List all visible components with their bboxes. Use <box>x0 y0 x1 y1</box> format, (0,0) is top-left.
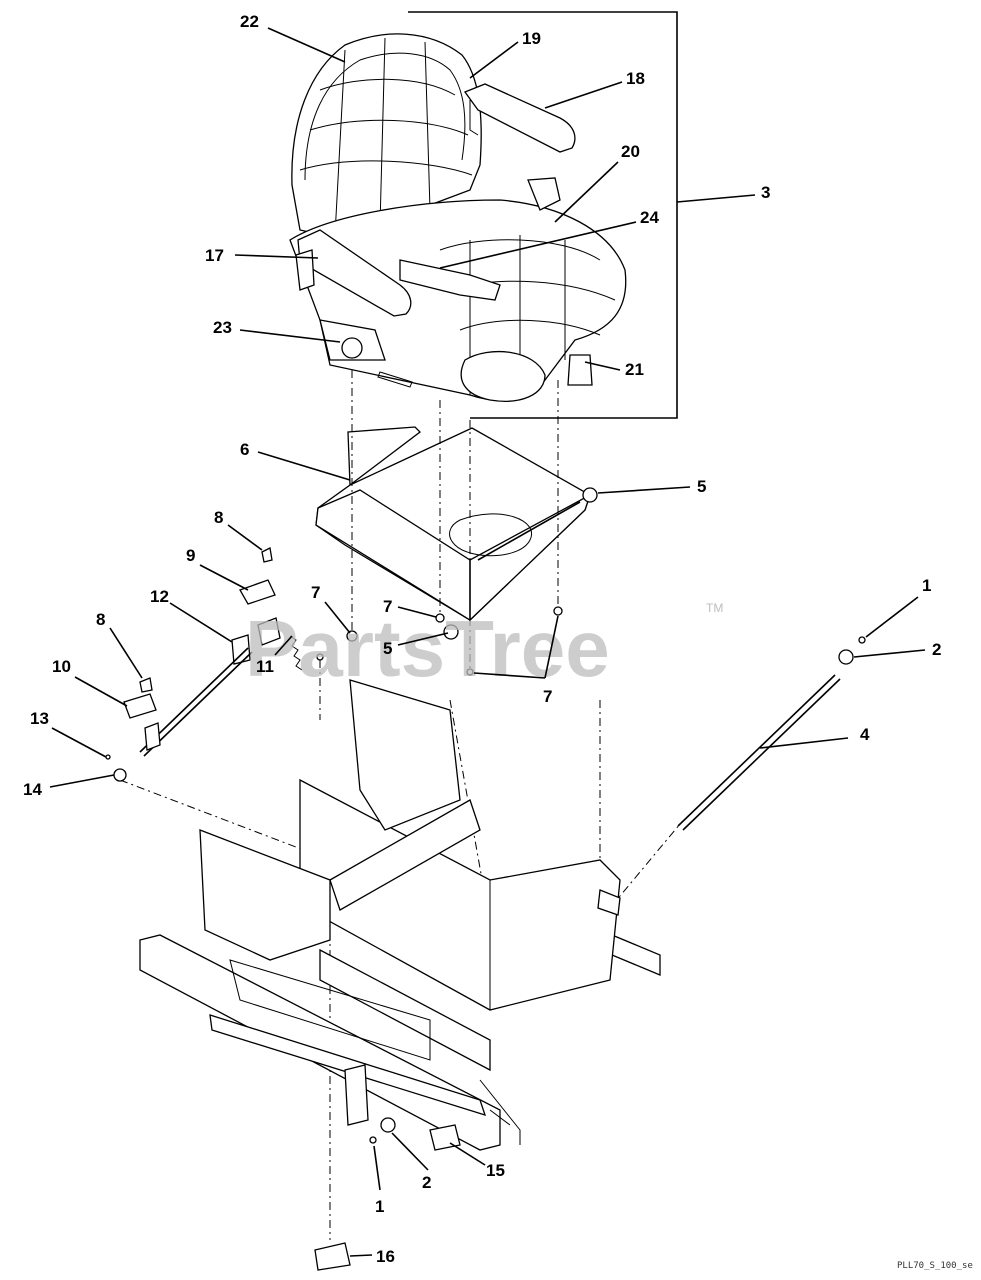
callout-8-bottom: 8 <box>96 610 105 629</box>
latch-assembly-drawing <box>105 547 303 782</box>
callout-labels: 22 19 18 20 3 24 17 23 21 6 5 8 9 12 7 7… <box>23 12 941 1266</box>
callout-3: 3 <box>761 183 770 202</box>
callout-23: 23 <box>213 318 232 337</box>
callout-5-top: 5 <box>697 477 706 496</box>
callout-8-top: 8 <box>214 508 223 527</box>
callout-20: 20 <box>621 142 640 161</box>
callout-11: 11 <box>256 657 274 676</box>
callout-4: 4 <box>860 725 870 744</box>
callout-7-middle: 7 <box>383 597 392 616</box>
callout-22: 22 <box>240 12 259 31</box>
callout-5-middle: 5 <box>383 639 392 658</box>
callout-7-right: 7 <box>543 687 552 706</box>
callout-13: 13 <box>30 709 49 728</box>
callout-10: 10 <box>52 657 71 676</box>
frame-drawing <box>139 679 661 1271</box>
callout-18: 18 <box>626 69 645 88</box>
callout-2-right: 2 <box>932 640 941 659</box>
callout-16: 16 <box>376 1247 395 1266</box>
callout-17: 17 <box>205 246 224 265</box>
callout-1-bottom: 1 <box>375 1197 384 1216</box>
leader-lines <box>49 27 926 1257</box>
callout-15: 15 <box>486 1161 505 1180</box>
callout-14: 14 <box>23 780 42 799</box>
callout-21: 21 <box>625 360 644 379</box>
callout-24: 24 <box>640 208 659 227</box>
image-reference-code: PLL70_S_100_se <box>897 1261 973 1271</box>
rod-drawing <box>316 606 866 831</box>
seat-drawing <box>289 33 627 402</box>
seat-assembly-bracket <box>408 11 678 419</box>
callout-2-bottom: 2 <box>422 1173 431 1192</box>
callout-7-left: 7 <box>311 583 320 602</box>
callout-1-right: 1 <box>922 576 931 595</box>
callout-19: 19 <box>522 29 541 48</box>
seat-plate-drawing <box>315 426 598 621</box>
callout-6: 6 <box>240 440 249 459</box>
watermark-tm: TM <box>706 601 723 615</box>
watermark-text: PartsTree <box>245 604 610 693</box>
callout-9: 9 <box>186 546 195 565</box>
callout-12: 12 <box>150 587 169 606</box>
